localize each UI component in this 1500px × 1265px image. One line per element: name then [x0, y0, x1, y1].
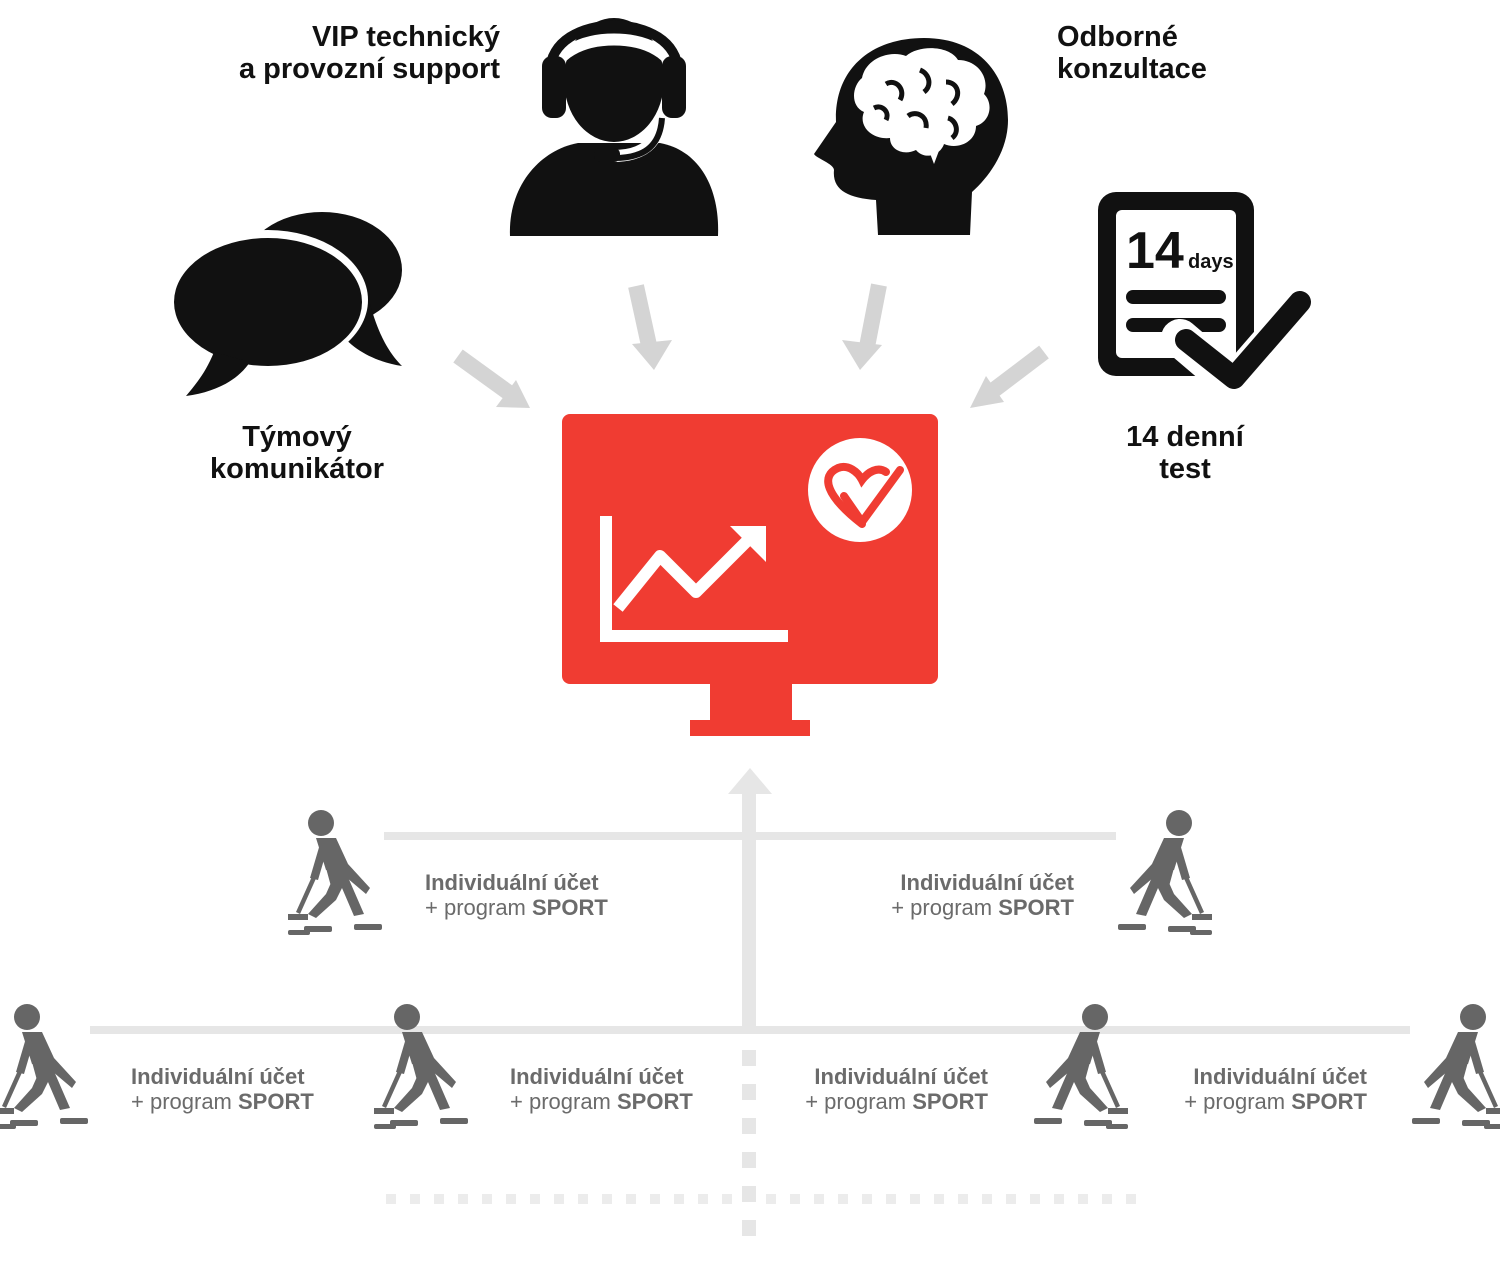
program-prefix: + program	[1184, 1089, 1292, 1114]
program-prefix: + program	[425, 895, 532, 920]
program-sport: SPORT	[912, 1089, 988, 1114]
label-vip-support: VIP technický a provozní support	[200, 21, 500, 85]
hockey-player-icon	[374, 1004, 468, 1129]
label-team-chat-line2: komunikátor	[209, 453, 385, 485]
player-account-label: Individuální účet + program SPORT	[131, 1064, 361, 1114]
calendar-unit: days	[1188, 251, 1234, 273]
program-prefix: + program	[510, 1089, 617, 1114]
arrow-trial-to-monitor	[970, 345, 1049, 408]
label-vip-support-line1: VIP technický	[311, 21, 500, 53]
monitor-dashboard-icon	[562, 414, 938, 736]
program-prefix: + program	[891, 895, 999, 920]
account-line: Individuální účet	[425, 870, 599, 895]
label-team-chat: Týmový komunikátor	[177, 421, 417, 485]
label-vip-support-line2: a provozní support	[239, 53, 500, 85]
calendar-check-icon: 14 days	[1098, 192, 1331, 403]
label-trial-line2: test	[1159, 453, 1211, 485]
headset-support-icon	[509, 18, 719, 236]
player-account-label: Individuální účet + program SPORT	[844, 870, 1074, 920]
hierarchy-lines	[90, 768, 1410, 1236]
program-sport: SPORT	[617, 1089, 693, 1114]
hockey-player-icon	[288, 810, 382, 935]
program-sport: SPORT	[532, 895, 608, 920]
program-prefix: + program	[805, 1089, 913, 1114]
arrow-support-to-monitor	[628, 284, 672, 370]
account-line: Individuální účet	[510, 1064, 684, 1089]
label-trial: 14 denní test	[1085, 421, 1285, 485]
player-account-label: Individuální účet + program SPORT	[425, 870, 655, 920]
account-line: Individuální účet	[900, 870, 1074, 895]
label-trial-line1: 14 denní	[1126, 421, 1244, 453]
player-account-label: Individuální účet + program SPORT	[1137, 1064, 1367, 1114]
arrow-consulting-to-monitor	[842, 283, 887, 370]
calendar-number: 14	[1126, 222, 1184, 280]
account-line: Individuální účet	[1193, 1064, 1367, 1089]
label-consulting-line2: konzultace	[1057, 53, 1207, 85]
hockey-player-icon	[0, 1004, 88, 1129]
arrow-chat-to-monitor	[453, 349, 530, 408]
program-sport: SPORT	[238, 1089, 314, 1114]
hockey-player-icon	[1412, 1004, 1500, 1129]
chat-bubbles-icon	[168, 212, 402, 396]
program-sport: SPORT	[1291, 1089, 1367, 1114]
program-prefix: + program	[131, 1089, 238, 1114]
program-sport: SPORT	[998, 895, 1074, 920]
label-consulting: Odborné konzultace	[1057, 21, 1317, 85]
account-line: Individuální účet	[814, 1064, 988, 1089]
hockey-player-icon	[1118, 810, 1212, 935]
player-account-label: Individuální účet + program SPORT	[510, 1064, 740, 1114]
player-account-label: Individuální účet + program SPORT	[758, 1064, 988, 1114]
label-consulting-line1: Odborné	[1057, 21, 1178, 53]
account-line: Individuální účet	[131, 1064, 305, 1089]
hockey-player-icon	[1034, 1004, 1128, 1129]
label-team-chat-line1: Týmový	[242, 421, 352, 453]
brain-head-icon	[814, 38, 1008, 235]
